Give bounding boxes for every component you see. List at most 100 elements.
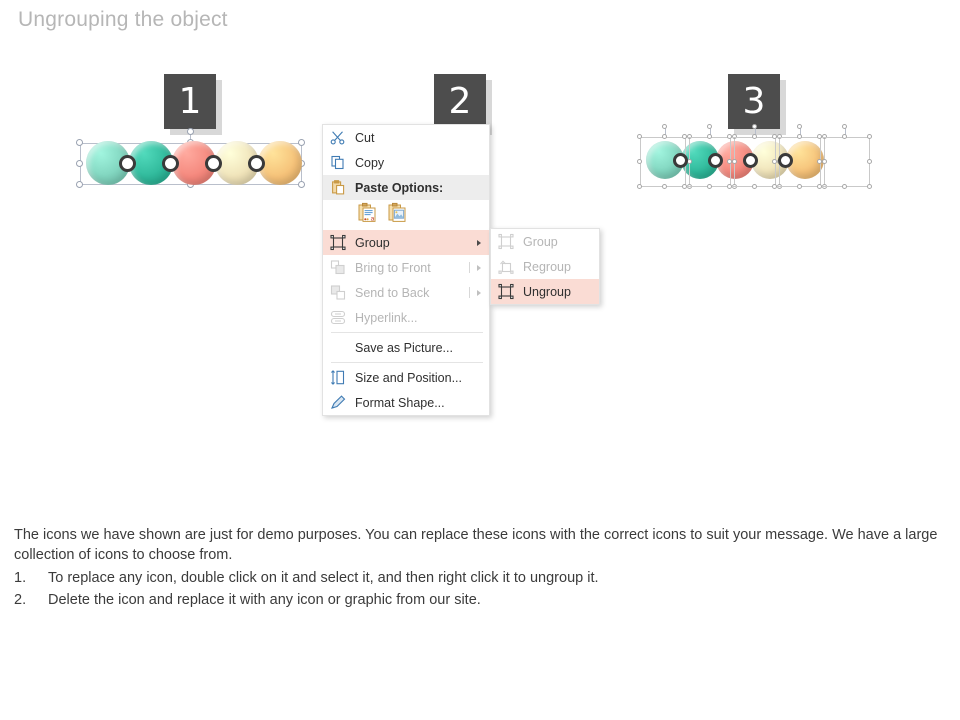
handle-se[interactable] bbox=[298, 181, 305, 188]
footer-list-text: Delete the icon and replace it with any … bbox=[48, 592, 481, 608]
step-badge-1: 1 bbox=[164, 74, 224, 136]
rotate-handle[interactable] bbox=[707, 124, 712, 129]
handle-se[interactable] bbox=[867, 184, 872, 189]
handle-w[interactable] bbox=[817, 159, 822, 164]
handle-ne[interactable] bbox=[298, 139, 305, 146]
handle-w[interactable] bbox=[727, 159, 732, 164]
chain-link-ring bbox=[119, 154, 136, 172]
rotate-stem bbox=[755, 128, 756, 137]
chevron-right-icon bbox=[477, 289, 481, 296]
step-badge-2-number: 2 bbox=[434, 74, 486, 129]
chain-circle-5[interactable] bbox=[258, 141, 302, 185]
menu-item-label: Hyperlink... bbox=[355, 310, 418, 325]
handle-ne[interactable] bbox=[822, 134, 827, 139]
menu-item-label: Copy bbox=[355, 155, 385, 170]
submenu-item-ungroup[interactable]: Ungroup bbox=[491, 279, 599, 304]
handle-e[interactable] bbox=[867, 159, 872, 164]
handle-sw[interactable] bbox=[727, 184, 732, 189]
handle-nw[interactable] bbox=[682, 134, 687, 139]
menu-item-save-as-picture[interactable]: Save as Picture... bbox=[323, 335, 489, 360]
handle-e[interactable] bbox=[822, 159, 827, 164]
menu-item-label: Group bbox=[355, 235, 390, 250]
group-icon bbox=[330, 234, 347, 251]
submenu-divider bbox=[469, 287, 470, 298]
handle-n[interactable] bbox=[797, 134, 802, 139]
handle-ne[interactable] bbox=[732, 134, 737, 139]
handle-n[interactable] bbox=[842, 134, 847, 139]
chain-link-ring bbox=[162, 154, 179, 172]
footer-list-item: 1. To replace any icon, double click on i… bbox=[14, 567, 944, 589]
rotate-stem bbox=[800, 128, 801, 137]
handle-nw[interactable] bbox=[637, 134, 642, 139]
handle-nw[interactable] bbox=[772, 134, 777, 139]
rotate-handle[interactable] bbox=[187, 128, 194, 135]
submenu-item-label: Group bbox=[523, 234, 558, 249]
handle-sw[interactable] bbox=[817, 184, 822, 189]
copy-icon bbox=[330, 154, 347, 171]
handle-n[interactable] bbox=[752, 134, 757, 139]
menu-separator bbox=[331, 332, 483, 333]
paste-picture-icon[interactable] bbox=[387, 202, 407, 228]
handle-s[interactable] bbox=[707, 184, 712, 189]
rotate-stem bbox=[845, 128, 846, 137]
menu-item-label: Bring to Front bbox=[355, 260, 431, 275]
handle-sw[interactable] bbox=[772, 184, 777, 189]
handle-s[interactable] bbox=[842, 184, 847, 189]
rotate-handle[interactable] bbox=[752, 124, 757, 129]
group-icon bbox=[498, 233, 515, 250]
handle-w[interactable] bbox=[772, 159, 777, 164]
ungrouped-shape-objects[interactable] bbox=[636, 124, 880, 191]
menu-item-label: Cut bbox=[355, 130, 375, 145]
handle-nw[interactable] bbox=[76, 139, 83, 146]
submenu-item-label: Regroup bbox=[523, 259, 571, 274]
clipboard-icon bbox=[330, 179, 347, 196]
format-shape-icon bbox=[330, 394, 347, 411]
footer-list-number: 2. bbox=[14, 592, 27, 608]
handle-e[interactable] bbox=[732, 159, 737, 164]
handle-s[interactable] bbox=[797, 184, 802, 189]
handle-ne[interactable] bbox=[687, 134, 692, 139]
handle-nw[interactable] bbox=[817, 134, 822, 139]
ungroup-icon bbox=[498, 283, 515, 300]
handle-s[interactable] bbox=[662, 184, 667, 189]
rotate-handle[interactable] bbox=[662, 124, 667, 129]
handle-ne[interactable] bbox=[777, 134, 782, 139]
menu-item-copy[interactable]: Copy bbox=[323, 150, 489, 175]
handle-ne[interactable] bbox=[867, 134, 872, 139]
step-badge-3: 3 bbox=[728, 74, 788, 136]
rotate-handle[interactable] bbox=[842, 124, 847, 129]
menu-item-label: Send to Back bbox=[355, 285, 430, 300]
menu-item-cut[interactable]: Cut bbox=[323, 125, 489, 150]
handle-n[interactable] bbox=[662, 134, 667, 139]
paste-options-strip: a bbox=[323, 200, 489, 230]
paste-keep-source-formatting-icon[interactable]: a bbox=[357, 202, 377, 228]
menu-item-label: Save as Picture... bbox=[355, 340, 453, 355]
menu-item-group[interactable]: Group bbox=[323, 230, 489, 255]
handle-w[interactable] bbox=[637, 159, 642, 164]
grouped-shape-object[interactable] bbox=[76, 128, 305, 188]
svg-text:a: a bbox=[371, 214, 375, 222]
menu-item-label: Format Shape... bbox=[355, 395, 445, 410]
menu-item-size-and-position[interactable]: Size and Position... bbox=[323, 365, 489, 390]
handle-sw[interactable] bbox=[682, 184, 687, 189]
rotate-stem bbox=[710, 128, 711, 137]
menu-item-format-shape[interactable]: Format Shape... bbox=[323, 390, 489, 415]
handle-nw[interactable] bbox=[727, 134, 732, 139]
handle-sw[interactable] bbox=[76, 181, 83, 188]
individual-selection-layer bbox=[636, 124, 880, 191]
menu-item-paste-options[interactable]: Paste Options: bbox=[323, 175, 489, 200]
footer-note: The icons we have shown are just for dem… bbox=[14, 525, 944, 611]
handle-w[interactable] bbox=[76, 160, 83, 167]
handle-s[interactable] bbox=[752, 184, 757, 189]
send-to-back-icon bbox=[330, 284, 347, 301]
chevron-right-icon bbox=[477, 239, 481, 246]
footer-list-number: 1. bbox=[14, 570, 27, 586]
rotate-handle[interactable] bbox=[797, 124, 802, 129]
menu-item-hyperlink: Hyperlink... bbox=[323, 305, 489, 330]
handle-n[interactable] bbox=[707, 134, 712, 139]
footer-list-text: To replace any icon, double click on it … bbox=[48, 570, 599, 586]
handle-sw[interactable] bbox=[637, 184, 642, 189]
menu-item-label: Paste Options: bbox=[355, 180, 444, 195]
